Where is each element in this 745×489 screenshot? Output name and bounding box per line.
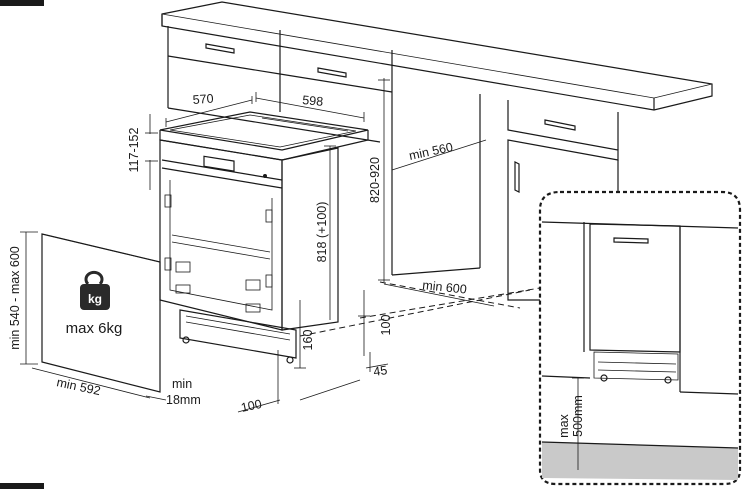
dimension-min-560: min 560	[391, 139, 487, 171]
svg-text:45: 45	[372, 363, 388, 379]
floor-line-1	[379, 281, 521, 309]
svg-text:570: 570	[192, 92, 214, 107]
door-handle-right	[514, 161, 520, 193]
svg-text:598: 598	[302, 93, 324, 109]
svg-text:min 592: min 592	[55, 375, 101, 398]
drawer-left	[205, 43, 235, 54]
drawer-middle	[317, 67, 347, 78]
dimension-570: 570	[165, 92, 253, 127]
svg-text:max: max	[557, 413, 571, 437]
dimension-door-height: min 540 - max 600	[8, 231, 38, 365]
worktop	[161, 1, 713, 111]
corner-marker-top	[0, 0, 44, 6]
weight-icon-label: kg	[88, 292, 102, 306]
dimension-820-920: 820-920	[368, 78, 390, 282]
dimension-818: 818 (+100)	[315, 145, 336, 320]
svg-text:500mm: 500mm	[571, 395, 585, 437]
dimension-min-600: min 600	[383, 278, 495, 307]
svg-text:min 540 - max 600: min 540 - max 600	[8, 246, 22, 350]
svg-text:min: min	[172, 377, 192, 391]
detail-floor	[542, 442, 738, 480]
weight-label: max 6kg	[66, 320, 123, 337]
dimension-598: 598	[255, 92, 365, 122]
control-display	[203, 155, 235, 172]
svg-text:117-152: 117-152	[127, 127, 141, 172]
decor-door-panel: kg max 6kg	[41, 233, 161, 393]
svg-text:160: 160	[301, 330, 315, 351]
svg-text:820-920: 820-920	[368, 157, 382, 203]
floor-line-3	[359, 287, 541, 319]
svg-text:min 560: min 560	[408, 140, 454, 163]
corner-marker-bottom	[0, 483, 44, 489]
floor-line-2	[299, 289, 531, 337]
dimension-door-width: min 592	[31, 367, 151, 399]
dimension-45: 45	[365, 352, 388, 379]
drawer-right	[544, 119, 576, 131]
svg-text:818 (+100): 818 (+100)	[315, 202, 329, 263]
dimension-panel-thickness: min 18mm	[145, 377, 201, 407]
dimension-160: 160	[294, 300, 315, 369]
dishwasher	[159, 111, 369, 364]
left-cabinet-block	[167, 26, 481, 276]
svg-text:100: 100	[240, 397, 263, 415]
dimension-100-feet: 100	[237, 350, 361, 415]
kettlebell-weight-icon: kg	[80, 270, 110, 310]
detail-inset: max 500mm	[538, 190, 742, 486]
svg-text:18mm: 18mm	[166, 393, 201, 407]
svg-text:100: 100	[379, 315, 393, 336]
svg-text:min 600: min 600	[422, 278, 468, 297]
dimension-100-plinth: 100	[358, 290, 393, 356]
dimension-117-152: 117-152	[127, 114, 158, 190]
